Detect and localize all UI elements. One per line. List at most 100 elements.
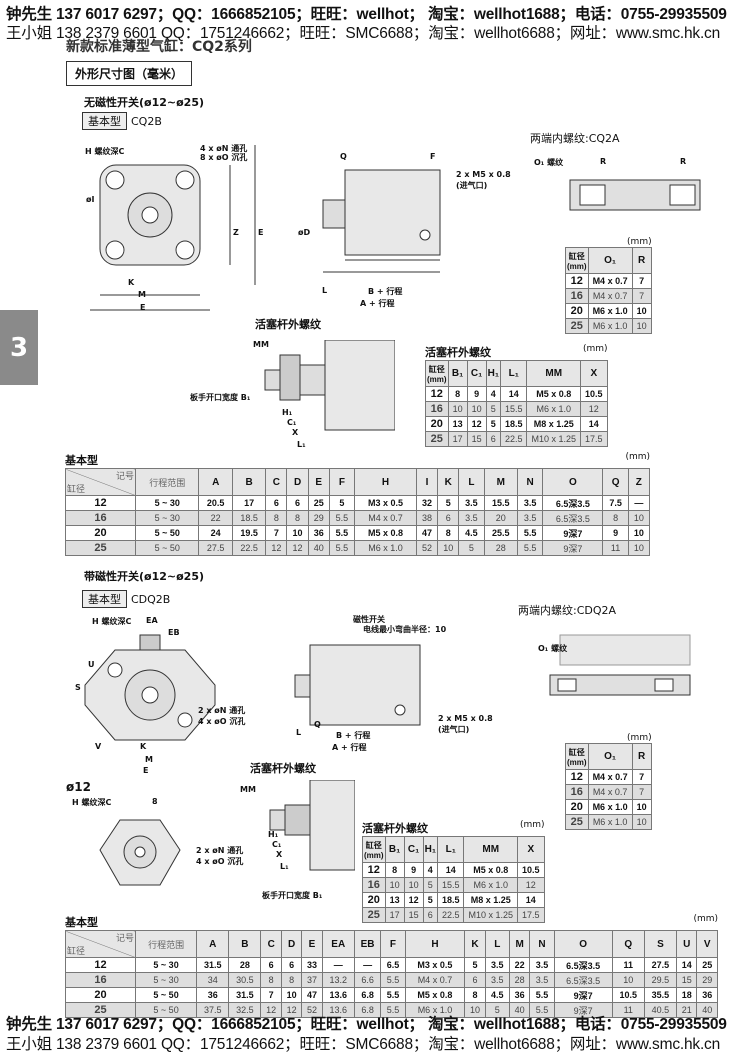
table-cell: 27.5 — [643, 957, 678, 973]
table-cell: 11 — [611, 957, 645, 973]
table-header: Q — [602, 468, 629, 496]
table-header: H₁ — [422, 836, 438, 863]
dimension-label: 2 x øN 通孔 — [196, 846, 244, 855]
table-cell: 36 — [696, 987, 718, 1003]
table-cell: 6 — [437, 510, 460, 526]
table-cell: M5 x 0.8 — [354, 525, 417, 541]
table-cell: 38 — [415, 510, 439, 526]
dimension-label: A + 行程 — [332, 743, 367, 752]
rod-thread-label: 活塞杆外螺纹 — [255, 318, 321, 331]
table-cell: M3 x 0.5 — [354, 495, 417, 511]
dimension-label: 4 x øO 沉孔 — [196, 857, 244, 866]
table-cell: 27.5 — [198, 540, 233, 556]
unit-label: (mm) — [625, 452, 650, 462]
table-cell: 10.5 — [611, 987, 645, 1003]
table-cell: 33 — [301, 957, 323, 973]
dimension-label: H₁ — [268, 830, 279, 839]
dimension-label: 板手开口宽度 B₁ — [190, 393, 251, 402]
dimension-label: U — [88, 660, 95, 669]
table-cell: 20 — [362, 892, 386, 908]
table-cell: 6.5深3.5 — [542, 495, 604, 511]
dimension-label: øI — [86, 195, 95, 204]
dimension-label: M — [138, 290, 146, 299]
basic-table-title: 基本型 — [65, 454, 98, 467]
table-cell: 5 ~ 30 — [134, 972, 198, 988]
table-cell: 4.5 — [484, 987, 510, 1003]
table-cell: 5.5 — [516, 540, 544, 556]
table-header: O — [553, 930, 613, 958]
table-cell: 3.5 — [516, 510, 544, 526]
table-cell: 5 ~ 50 — [134, 987, 198, 1003]
table-cell: 4 — [422, 862, 438, 878]
table-cell: 10 — [631, 303, 652, 319]
dimension-label: 磁性开关 — [353, 615, 385, 624]
table-cell: 16 — [565, 784, 589, 800]
table-cell: 9 — [403, 862, 424, 878]
table-cell: 5 — [464, 957, 486, 973]
dimension-label: B + 行程 — [368, 287, 403, 296]
table-cell: 20 — [565, 799, 589, 815]
table-cell: 20 — [565, 303, 589, 319]
table-cell: 10 — [286, 525, 309, 541]
dimension-label: øD — [298, 228, 311, 237]
table-cell: 22 — [198, 510, 233, 526]
table-header: C — [260, 930, 282, 958]
table-cell: 29.5 — [643, 972, 678, 988]
table-cell: 6.8 — [353, 987, 382, 1003]
table-cell: 3.5 — [458, 510, 485, 526]
table-cell: 30.5 — [228, 972, 262, 988]
table-cell: M10 x 1.25 — [463, 907, 519, 923]
table-cell: 10 — [631, 318, 652, 334]
table-cell: 17.5 — [580, 431, 608, 447]
rod-table-title: 活塞杆外螺纹 — [362, 822, 428, 835]
table-cell: 7 — [631, 288, 652, 304]
table-cell: 3.5 — [529, 972, 555, 988]
table-cell: 11 — [602, 540, 629, 556]
dimension-label: 电线最小弯曲半径：10 — [363, 625, 447, 634]
table-cell: 11 — [611, 1002, 645, 1018]
table-header: B₁ — [384, 836, 405, 863]
table-cell: 5 — [484, 1002, 510, 1018]
table-header: B — [228, 930, 262, 958]
dimension-label: O₁ 螺纹 — [538, 644, 568, 653]
table-cell: 6 — [422, 907, 438, 923]
section1-type: 基本型 CQ2B — [82, 112, 162, 130]
table-cell: 40.5 — [643, 1002, 678, 1018]
table-cell: 29 — [307, 510, 330, 526]
dimension-label: K — [140, 742, 147, 751]
corner-symbol: 记号 — [115, 471, 134, 481]
table-cell: 10 — [437, 540, 460, 556]
table-cell: 10 — [403, 877, 424, 893]
both-ends-label: 两端内螺纹:CQ2A — [530, 132, 620, 145]
dimension-label: H 螺纹深C — [72, 798, 112, 807]
table-cell: 12 — [565, 769, 589, 785]
table-cell: M4 x 0.7 — [587, 784, 633, 800]
table-cell: M4 x 0.7 — [404, 972, 466, 988]
table-header: EB — [353, 930, 382, 958]
table-cell: 12 — [265, 540, 288, 556]
table-header: L₁ — [436, 836, 465, 863]
model-name: CQ2B — [131, 114, 162, 128]
table-header: L — [484, 930, 510, 958]
table-cell: 9深7 — [553, 1002, 613, 1018]
table-cell: 10 — [280, 987, 303, 1003]
table-cell: 5.5 — [380, 1002, 406, 1018]
table-header: Z — [627, 468, 651, 496]
footer-contact-line-2: 王小姐 138 2379 6601 QQ：1751246662；旺旺：SMC66… — [6, 1036, 721, 1053]
table-cell: 28 — [228, 957, 262, 973]
table-cell: 6 — [286, 495, 309, 511]
table-cell: 17 — [447, 431, 468, 447]
table-cell: 18 — [676, 987, 698, 1003]
table-cell: 17 — [231, 495, 267, 511]
table-cell: 28 — [483, 540, 518, 556]
dimension-label: 4 x øN 通孔 — [200, 144, 248, 153]
